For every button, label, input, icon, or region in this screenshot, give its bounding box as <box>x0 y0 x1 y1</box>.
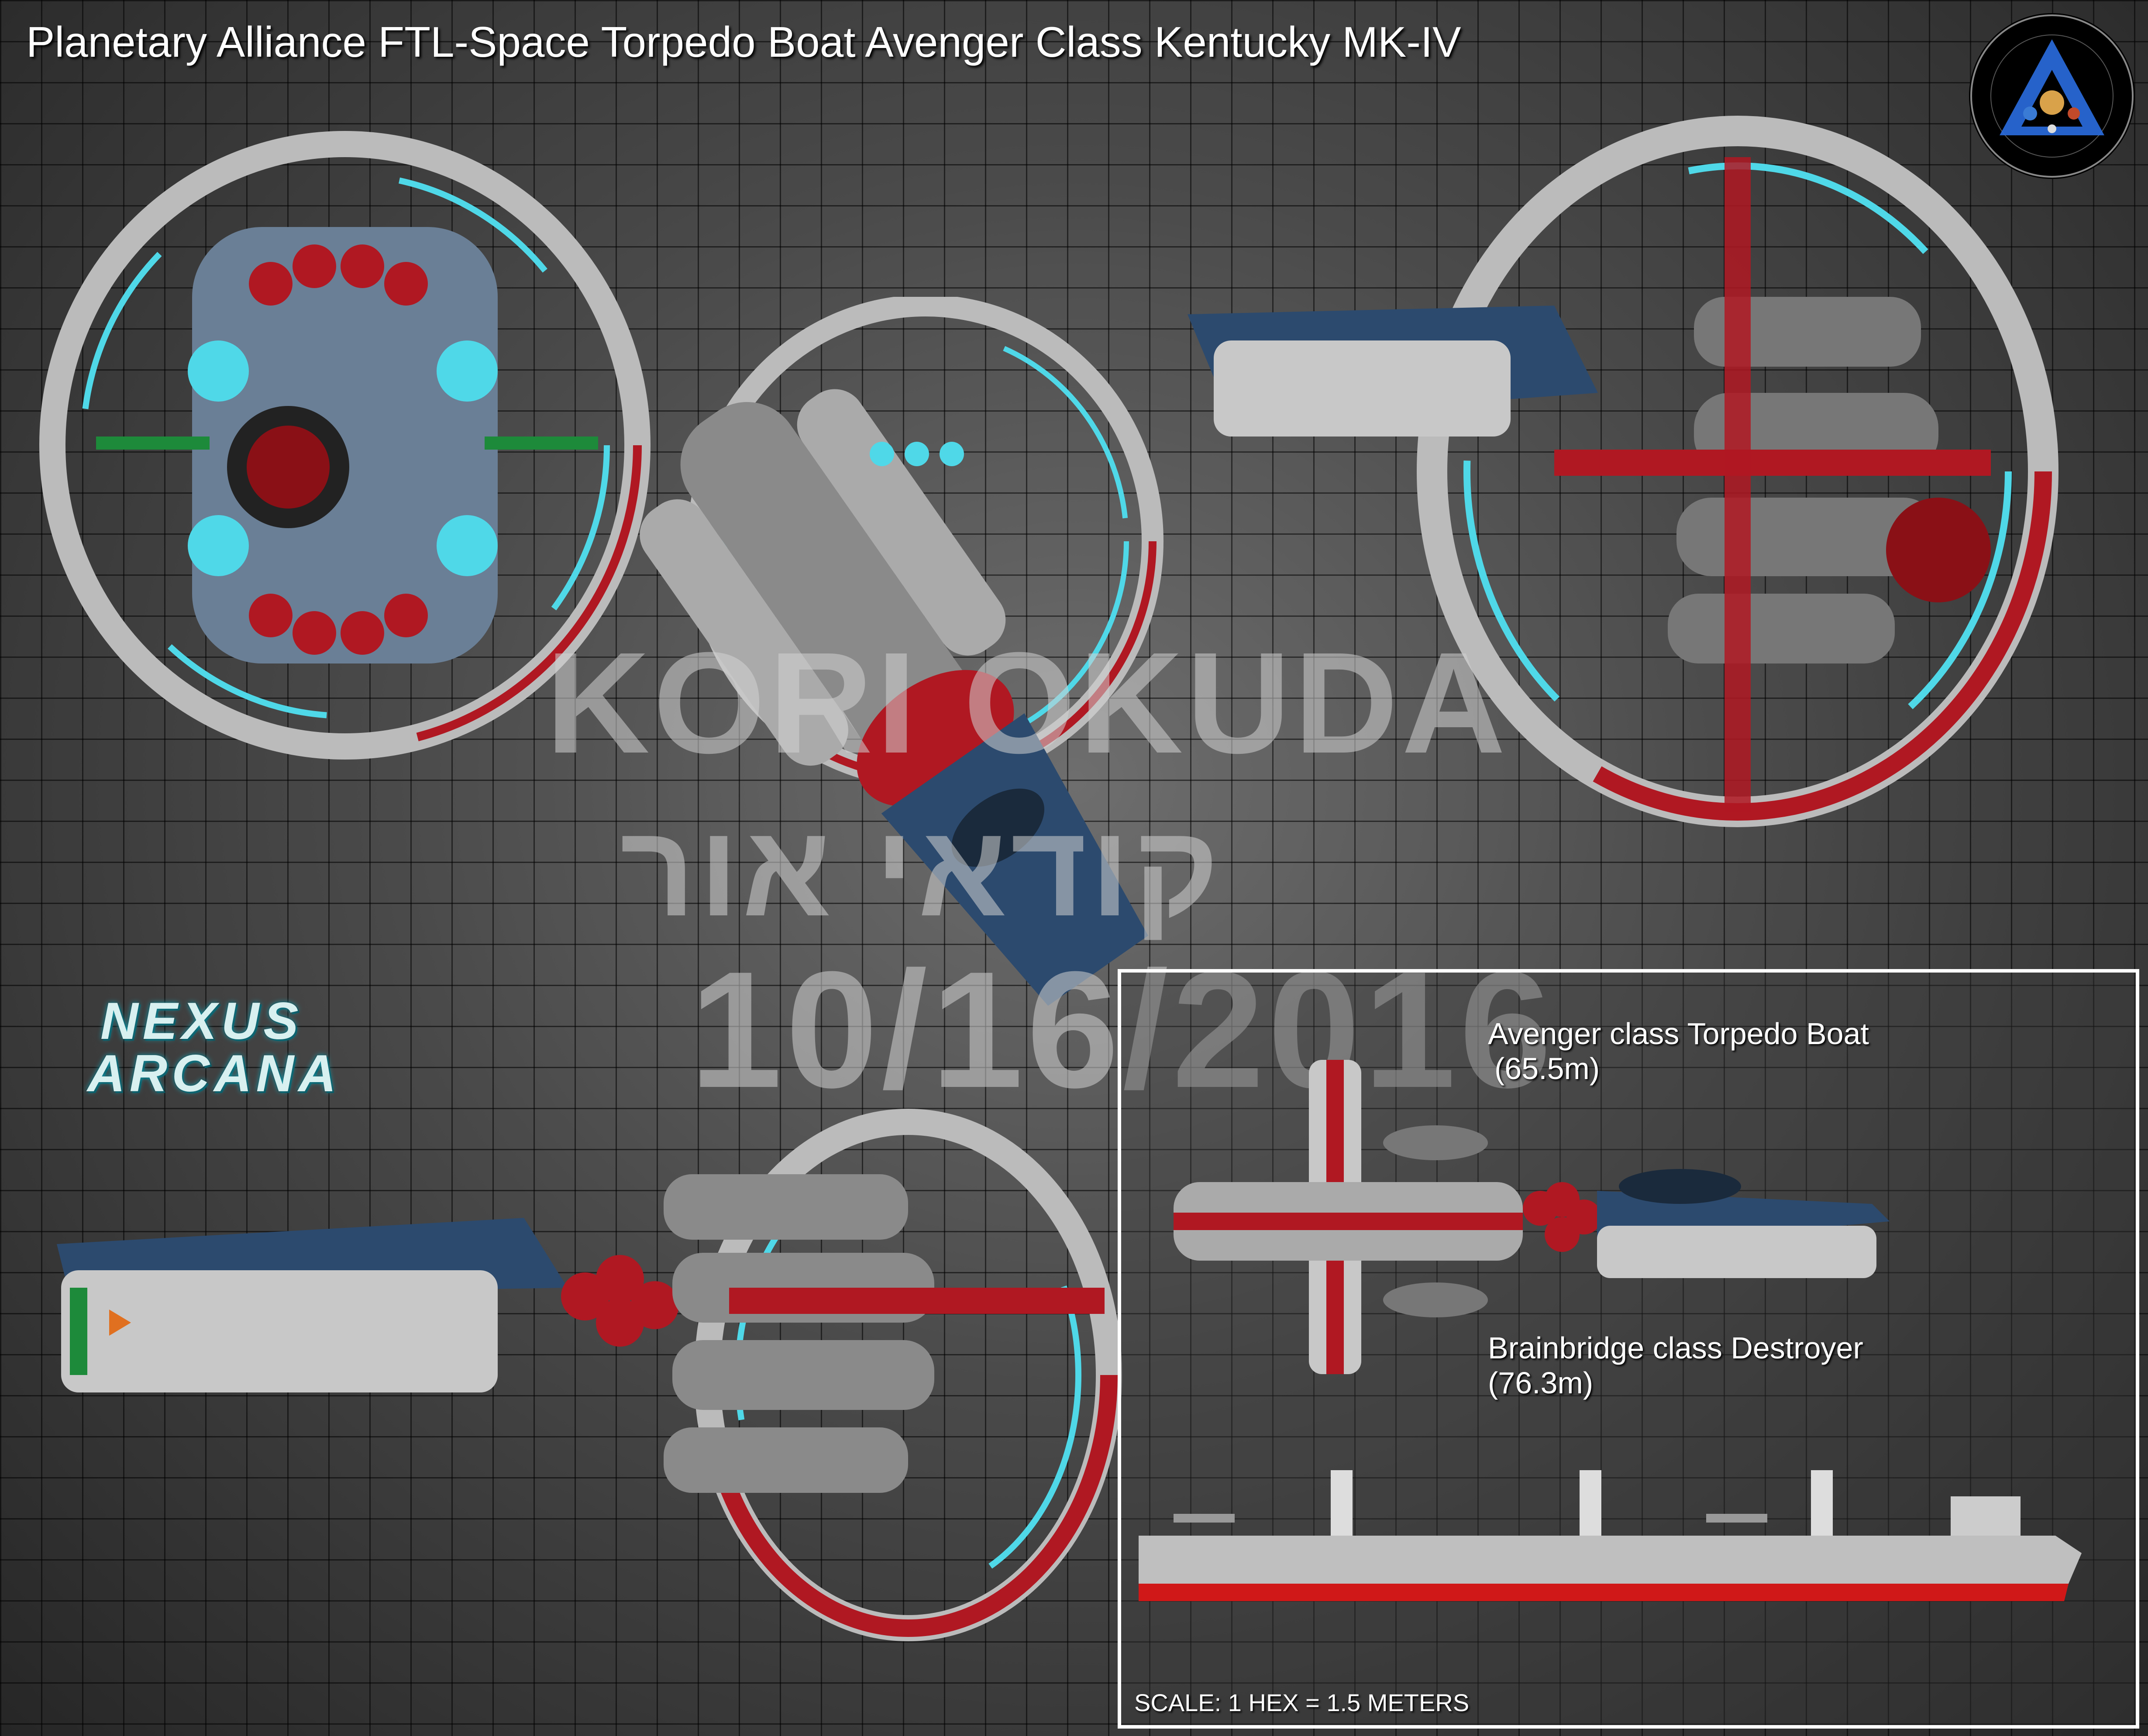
nexus-arcana-logo-line1: NEXUS <box>100 992 303 1050</box>
destroyer-side-silhouette <box>1139 1470 2082 1601</box>
ship2-length-label: (76.3m) <box>1488 1366 1594 1400</box>
scale-note: SCALE: 1 HEX = 1.5 METERS <box>1134 1689 1470 1716</box>
size-comparison-panel: Avenger class Torpedo Boat (65.5m) Brain… <box>1118 969 2139 1729</box>
ship1-length-label: (65.5m) <box>1494 1052 1600 1086</box>
artist-watermark-hebrew: קודאי אור <box>620 797 1222 943</box>
ship-rear-quarter-view <box>1188 116 2058 827</box>
ship-front-view <box>39 131 651 760</box>
nexus-arcana-logo-line2: ARCANA <box>87 1044 341 1103</box>
page-title: Planetary Alliance FTL-Space Torpedo Boa… <box>26 18 1461 66</box>
ship-side-view <box>57 1109 1122 1641</box>
ship1-name-label: Avenger class Torpedo Boat <box>1488 1017 1869 1051</box>
planetary-alliance-seal-icon <box>1969 13 2135 179</box>
avenger-top-silhouette <box>1174 1060 1890 1374</box>
ship2-name-label: Brainbridge class Destroyer <box>1488 1331 1863 1365</box>
artist-watermark-name: KORI OKUDA <box>546 622 1509 783</box>
ship-angled-view <box>640 297 1164 1006</box>
